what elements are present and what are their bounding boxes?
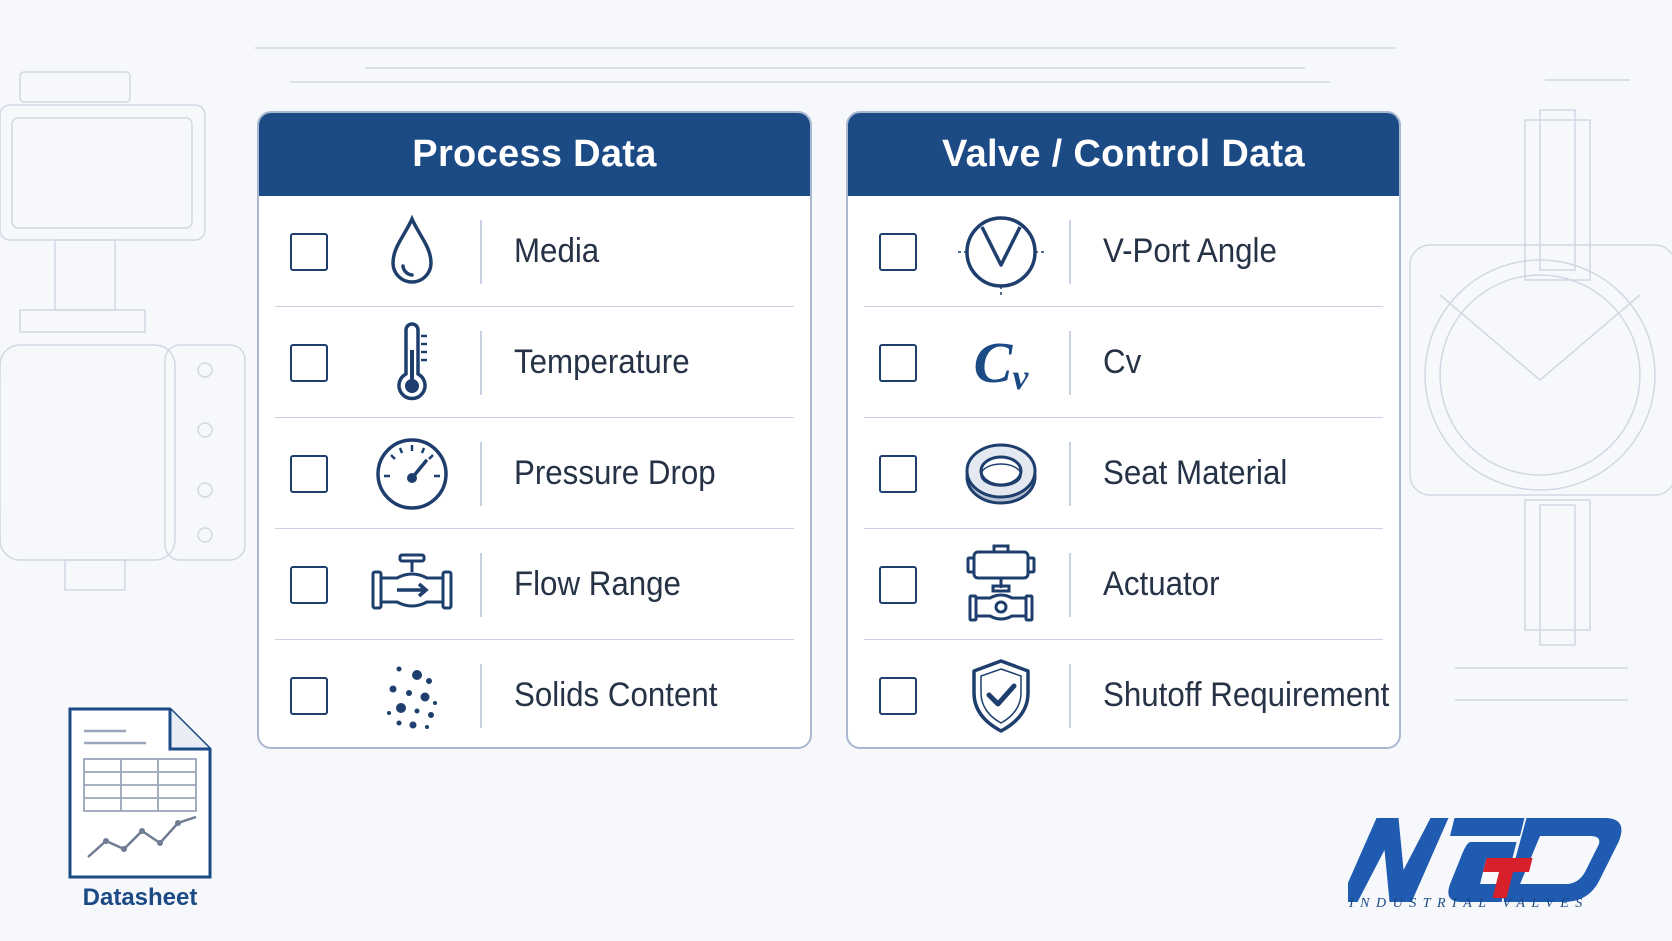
solids-content-label: Solids Content (514, 676, 718, 714)
cv-checkbox[interactable] (879, 343, 917, 382)
shield-check-icon (958, 653, 1044, 739)
pipe-flow-icon (369, 542, 455, 628)
datasheet-document-icon (68, 707, 212, 879)
actuator-label: Actuator (1103, 565, 1220, 603)
temperature-label: Temperature (514, 343, 690, 381)
valve-control-data-title: Valve / Control Data (848, 113, 1399, 196)
temperature-checkbox[interactable] (290, 343, 328, 382)
shutoff-requirement-checkbox[interactable] (879, 676, 917, 715)
flow-range-checkbox[interactable] (290, 565, 328, 604)
pressure-gauge-icon (369, 431, 455, 517)
thermometer-icon (369, 320, 455, 406)
pressure-drop-label: Pressure Drop (514, 454, 716, 492)
logo-tagline: INDUSTRIAL VALVES (1349, 896, 1589, 911)
flow-range-label: Flow Range (514, 565, 681, 603)
seat-material-checkbox[interactable] (879, 454, 917, 493)
valve-row-v-port-angle: V-Port Angle (848, 196, 1399, 307)
process-row-solids-content: Solids Content (259, 640, 810, 747)
media-label: Media (514, 232, 600, 270)
seat-ring-icon (958, 431, 1044, 517)
ntgd-logo (1348, 818, 1622, 902)
actuator-valve-icon (958, 542, 1044, 628)
cv-symbol-main: C (973, 329, 1013, 395)
media-checkbox[interactable] (290, 232, 328, 271)
process-row-media: Media (259, 196, 810, 307)
actuator-checkbox[interactable] (879, 565, 917, 604)
particles-icon (369, 653, 455, 739)
shutoff-requirement-label: Shutoff Requirement (1103, 676, 1390, 714)
pressure-drop-checkbox[interactable] (290, 454, 328, 493)
process-row-pressure-drop: Pressure Drop (259, 418, 810, 529)
valve-row-shutoff-requirement: Shutoff Requirement (848, 640, 1399, 747)
process-data-panel: Process Data Media Temperature Pressure … (257, 111, 812, 749)
valve-row-actuator: Actuator (848, 529, 1399, 640)
seat-material-label: Seat Material (1103, 454, 1288, 492)
cv-symbol-sub: v (1012, 356, 1029, 397)
cv-label: Cv (1103, 343, 1142, 381)
process-row-flow-range: Flow Range (259, 529, 810, 640)
v-port-angle-label: V-Port Angle (1103, 232, 1277, 270)
water-drop-icon (369, 209, 455, 295)
valve-row-seat-material: Seat Material (848, 418, 1399, 529)
v-port-icon (958, 209, 1044, 295)
datasheet-label: Datasheet (82, 884, 198, 911)
solids-content-checkbox[interactable] (290, 676, 328, 715)
process-row-temperature: Temperature (259, 307, 810, 418)
process-data-title: Process Data (259, 113, 810, 196)
v-port-angle-checkbox[interactable] (879, 232, 917, 271)
